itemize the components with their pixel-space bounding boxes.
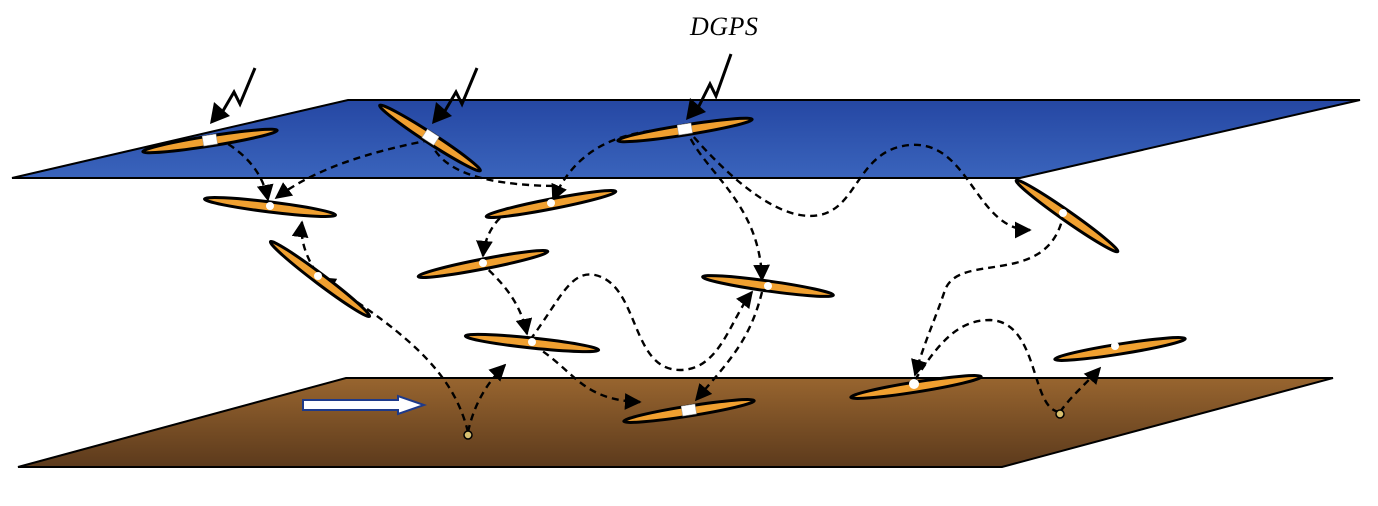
float-icon xyxy=(1053,336,1187,362)
float-node xyxy=(528,338,536,346)
surface-marker-icon xyxy=(201,133,218,147)
float-node xyxy=(909,379,919,389)
float-icon xyxy=(1014,178,1120,254)
ground-plane xyxy=(17,377,1334,468)
surface-marker-icon xyxy=(680,403,697,417)
current-arrow-icon xyxy=(302,394,428,416)
float-icon xyxy=(378,103,482,173)
float-icon xyxy=(616,116,754,144)
ground-point-icon xyxy=(1055,409,1065,419)
lightning-signal-icon xyxy=(432,67,479,124)
float-node xyxy=(547,199,555,207)
trajectory-path xyxy=(911,211,1066,377)
dgps-label: DGPS xyxy=(690,12,759,41)
trajectory-path xyxy=(532,343,642,410)
lightning-signal-icon xyxy=(210,67,257,124)
trajectory-path xyxy=(684,127,771,282)
float-node xyxy=(764,282,772,290)
trajectory-path xyxy=(529,273,754,372)
ground-point-icon xyxy=(463,430,473,440)
trajectory-path xyxy=(694,291,764,402)
float-node xyxy=(1111,342,1119,350)
trajectory-path xyxy=(466,363,507,433)
lightning-signal-icon xyxy=(686,53,733,120)
trajectory-path xyxy=(1059,366,1102,413)
trajectory-path xyxy=(685,127,1032,239)
float-node xyxy=(479,259,487,267)
trajectory-path xyxy=(318,276,470,433)
float-node xyxy=(266,202,274,210)
trajectory-path xyxy=(913,318,1061,414)
trajectory-path xyxy=(217,136,274,202)
float-icon xyxy=(141,127,279,155)
float-node xyxy=(314,272,322,280)
trajectory-path xyxy=(476,217,501,258)
trajectory-path xyxy=(479,261,533,336)
float-node xyxy=(1059,209,1067,217)
sky-plane xyxy=(11,99,1361,179)
trajectory-path xyxy=(428,139,556,188)
surface-marker-icon xyxy=(676,122,693,136)
surface-marker-icon xyxy=(421,128,440,146)
floats xyxy=(141,103,1187,424)
trajectory-path xyxy=(274,138,431,200)
